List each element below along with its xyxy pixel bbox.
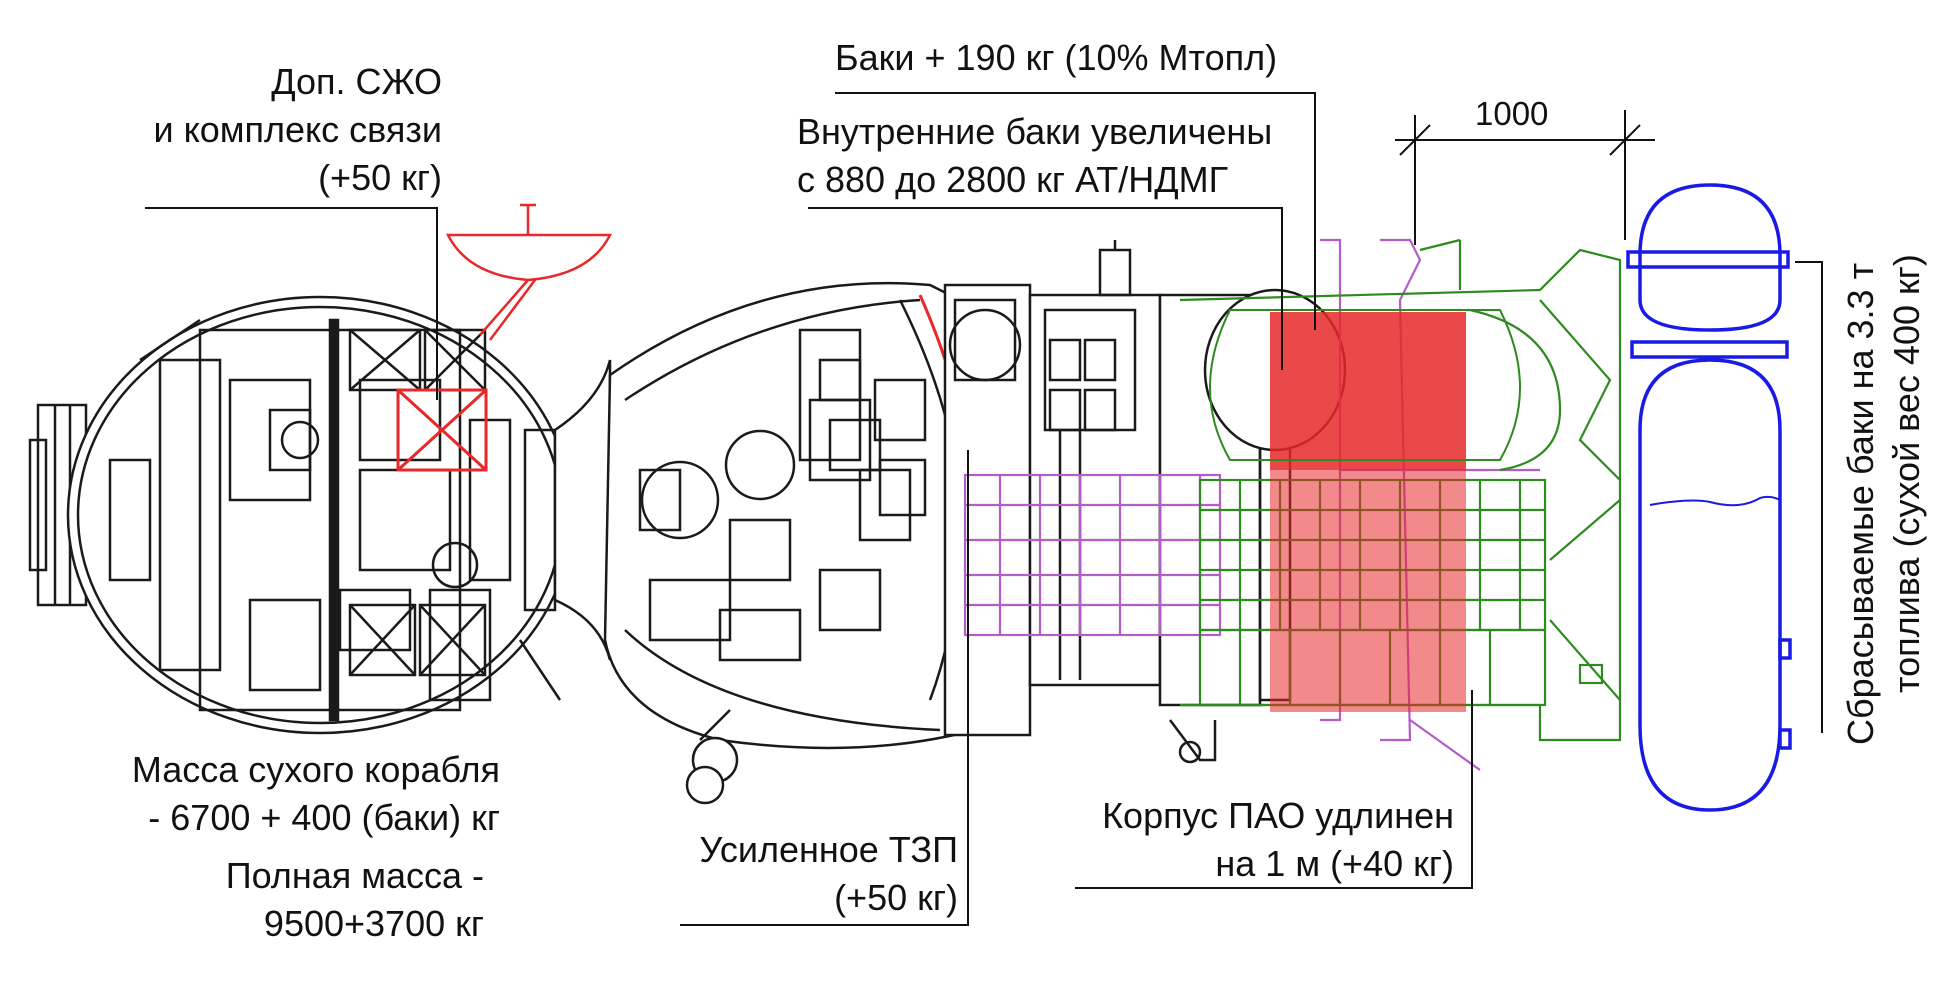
drop-tanks-line-1: Сбрасываемые баки на 3.3 т bbox=[1840, 262, 1881, 745]
drop-tanks bbox=[1626, 183, 1792, 812]
tank-outline bbox=[1209, 309, 1521, 461]
pao-body-line-1: Корпус ПАО удлинен bbox=[1102, 795, 1454, 836]
internal-tanks-line-2: с 880 до 2800 кг АТ/НДМГ bbox=[797, 159, 1229, 200]
dry-mass-label: Масса сухого корабля - 6700 + 400 (баки)… bbox=[132, 746, 500, 842]
dimension-line bbox=[1395, 110, 1655, 245]
heat-shield-label: Усиленное ТЗП (+50 кг) bbox=[699, 826, 958, 922]
life-support-line-3: (+50 кг) bbox=[318, 157, 442, 198]
pao-body-label: Корпус ПАО удлинен на 1 м (+40 кг) bbox=[1102, 792, 1454, 888]
internal-tanks-label: Внутренние баки увеличены с 880 до 2800 … bbox=[797, 108, 1272, 204]
heat-shield-line-2: (+50 кг) bbox=[834, 877, 958, 918]
drop-tanks-label: Сбрасываемые баки на 3.3 т топлива (сухо… bbox=[1838, 205, 1930, 745]
enlarged-tank-fill bbox=[1270, 312, 1466, 470]
dry-mass-line-2: - 6700 + 400 (баки) кг bbox=[148, 797, 500, 838]
original-section bbox=[963, 238, 1540, 771]
antenna-dish-icon bbox=[445, 203, 613, 341]
orbital-module bbox=[28, 295, 612, 735]
drop-tanks-line-2: топлива (сухой вес 400 кг) bbox=[1886, 254, 1927, 693]
full-mass-line-2: 9500+3700 кг bbox=[263, 903, 484, 944]
added-life-support-box bbox=[396, 388, 488, 472]
heat-shield-line-1: Усиленное ТЗП bbox=[699, 829, 958, 870]
full-mass-line-1: Полная масса - bbox=[225, 855, 484, 896]
enlarged-tank-fill-lower bbox=[1270, 470, 1466, 712]
dimension-value: 1000 bbox=[1475, 95, 1549, 132]
life-support-line-1: Доп. СЖО bbox=[271, 61, 442, 102]
internal-tanks-line-1: Внутренние баки увеличены bbox=[797, 111, 1273, 152]
leader-lines bbox=[145, 92, 1823, 926]
descent-module bbox=[603, 281, 977, 805]
life-support-line-2: и комплекс связи bbox=[153, 109, 442, 150]
full-mass-label: Полная масса - 9500+3700 кг bbox=[226, 852, 484, 948]
pao-body-line-2: на 1 м (+40 кг) bbox=[1215, 843, 1454, 884]
dry-mass-line-1: Масса сухого корабля bbox=[131, 749, 500, 790]
tanks-mass-label: Баки + 190 кг (10% Мтопл) bbox=[835, 37, 1278, 78]
life-support-label: Доп. СЖО и комплекс связи (+50 кг) bbox=[153, 58, 442, 202]
